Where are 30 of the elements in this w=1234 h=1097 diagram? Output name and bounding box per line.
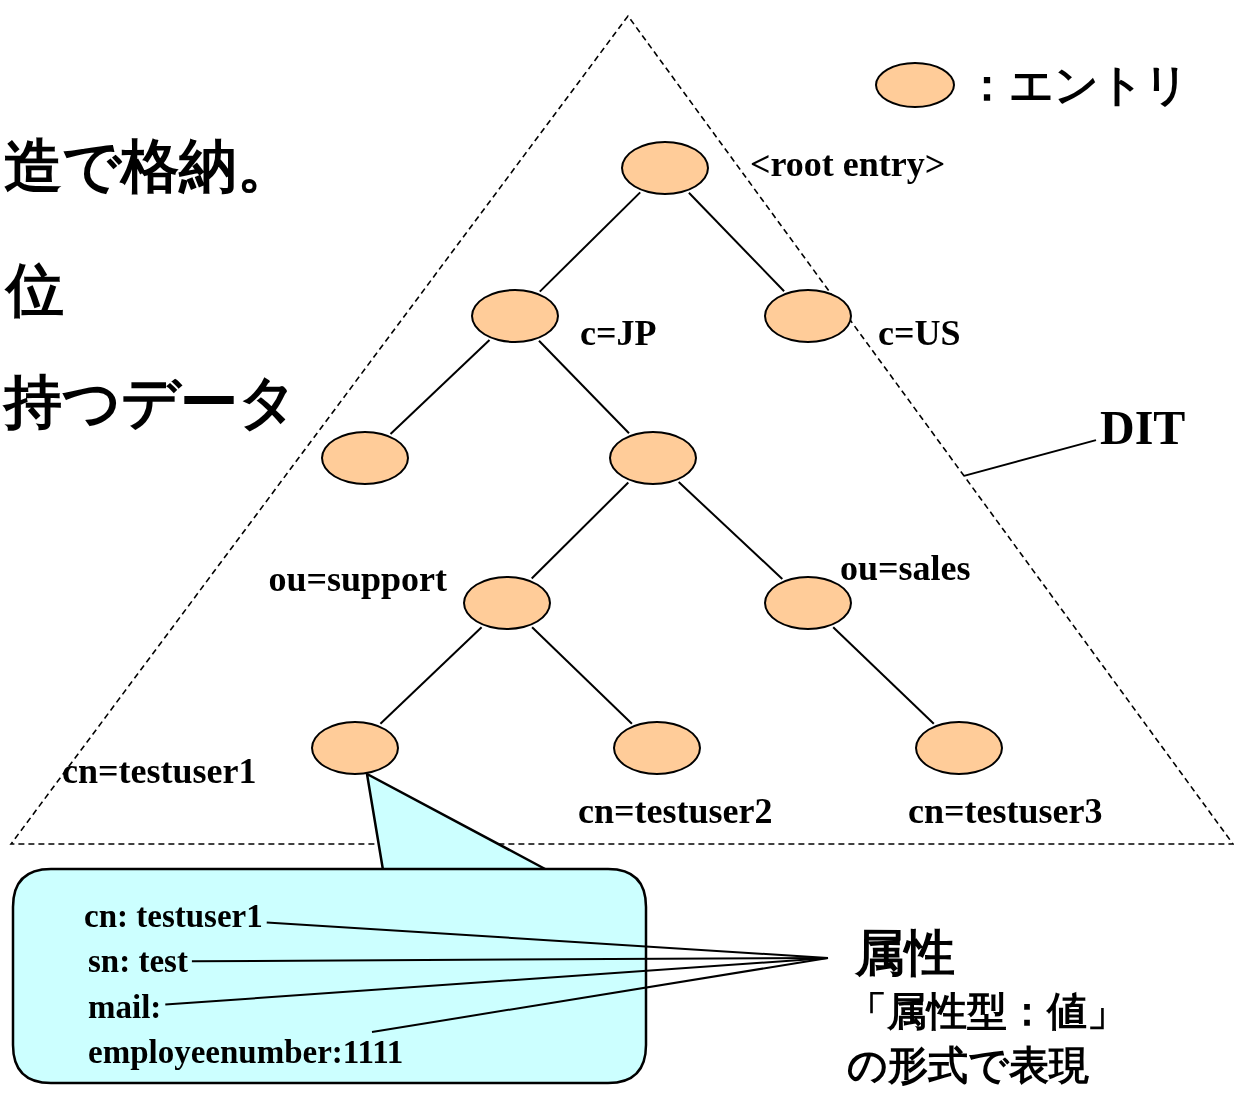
heading-text: 位: [6, 255, 64, 326]
entry-label: ou=sales: [840, 547, 971, 589]
entry-label: <root entry>: [750, 143, 946, 185]
tree-line: [530, 481, 630, 580]
entry-label: c=US: [878, 312, 961, 354]
attribute-line: sn: test: [88, 943, 188, 980]
entry-label: cn=testuser1: [62, 750, 257, 792]
attribute-line: employeenumber:1111: [88, 1034, 404, 1071]
attribute-line: cn: testuser1: [84, 898, 263, 935]
entry-label: cn=testuser2: [578, 790, 773, 832]
heading-text: 持つデータ: [4, 367, 297, 438]
entry-label: ou=support: [268, 558, 447, 600]
heading-text: 造で格納。: [4, 131, 295, 202]
tree-line: [538, 339, 630, 435]
tree-line: [379, 626, 483, 725]
attribute-note: 「属性型：値」の形式で表現: [847, 987, 1128, 1090]
leader-line: [963, 439, 1097, 477]
entry-label: c=JP: [580, 312, 657, 354]
tree-line: [389, 339, 491, 435]
tree-line: [531, 626, 633, 725]
attribute-line: mail:: [88, 989, 162, 1026]
dit-label: DIT: [1100, 400, 1186, 455]
tree-line: [832, 626, 935, 725]
legend-text: ：エントリ: [965, 58, 1189, 112]
tree-line: [677, 481, 784, 580]
tree-line: [538, 191, 642, 293]
attribute-heading: 属性: [855, 923, 956, 984]
entry-label: cn=testuser3: [908, 790, 1103, 832]
leader-line: [371, 957, 829, 1033]
tree-line: [687, 191, 786, 293]
